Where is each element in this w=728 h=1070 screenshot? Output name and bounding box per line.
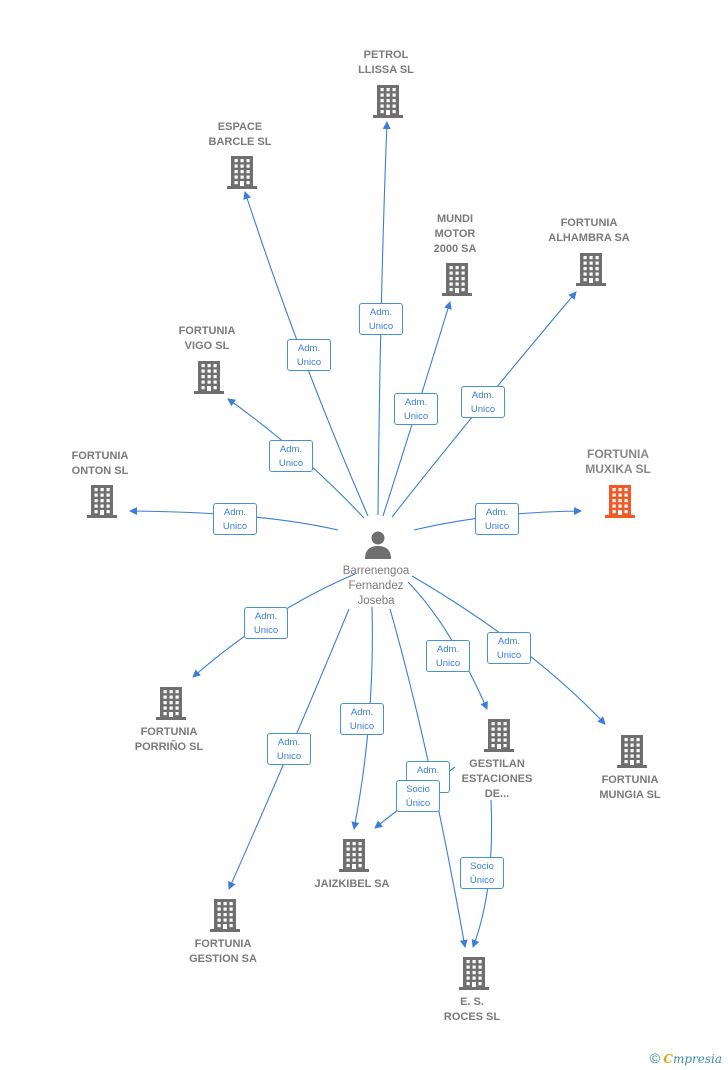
- edge-person-gestilan: [407, 581, 488, 710]
- building-icon: [156, 687, 186, 720]
- relation-badge: Adm. Unico: [267, 733, 311, 765]
- relation-badge: Adm. Unico: [213, 503, 257, 535]
- relation-badge: Adm. Unico: [359, 303, 403, 335]
- building-icon: [576, 253, 606, 286]
- brand-footer: © Cmpresia: [650, 1050, 722, 1066]
- company-name: FORTUNIA ONTON SL: [71, 450, 129, 477]
- relation-badge: Adm. Unico: [340, 703, 384, 735]
- copyright-symbol: ©: [649, 1050, 661, 1066]
- company-name: FORTUNIA MUNGIA SL: [599, 774, 661, 801]
- company-name: FORTUNIA GESTION SA: [189, 938, 257, 965]
- company-name: MUNDI MOTOR 2000 SA: [433, 213, 477, 255]
- relation-badge: Socio Único: [460, 857, 504, 889]
- company-name: FORTUNIA VIGO SL: [178, 325, 236, 352]
- company-name: PETROL LLISSA SL: [358, 49, 414, 76]
- relation-badge: Adm. Unico: [475, 503, 519, 535]
- building-icon: [459, 957, 489, 990]
- building-icon: [339, 839, 369, 872]
- company-name: GESTILAN ESTACIONES DE...: [461, 758, 533, 800]
- company-name: FORTUNIA MUXIKA SL: [585, 447, 651, 476]
- building-icon: [87, 485, 117, 518]
- person-name: Barrenengoa Fernandez Joseba: [342, 565, 410, 607]
- company-name: FORTUNIA ALHAMBRA SA: [548, 217, 630, 244]
- relation-badge: Adm. Unico: [461, 386, 505, 418]
- building-icon: [484, 719, 514, 752]
- relation-badge: Socio Único: [396, 780, 440, 812]
- relation-badge: Adm. Unico: [269, 440, 313, 472]
- company-name: FORTUNIA PORRIÑO SL: [134, 726, 204, 753]
- company-name: ESPACE BARCLE SL: [208, 121, 272, 148]
- building-icon: [227, 156, 257, 189]
- relation-badge: Adm. Unico: [487, 632, 531, 664]
- building-icon: [194, 361, 224, 394]
- company-name: E. S. ROCES SL: [443, 996, 501, 1023]
- person-icon: [365, 531, 391, 559]
- company-name: JAIZKIBEL SA: [314, 878, 390, 890]
- brand-name: mpresia: [672, 1052, 722, 1066]
- building-icon: [605, 485, 635, 518]
- building-icon: [210, 899, 240, 932]
- brand-initial: C: [663, 1052, 673, 1066]
- relation-badge: Adm. Unico: [426, 640, 470, 672]
- building-icon: [617, 735, 647, 768]
- relation-badge: Adm. Unico: [394, 393, 438, 425]
- building-icon: [442, 263, 472, 296]
- relation-badge: Adm. Unico: [287, 339, 331, 371]
- relation-badge: Adm. Unico: [244, 607, 288, 639]
- building-icon: [373, 85, 403, 118]
